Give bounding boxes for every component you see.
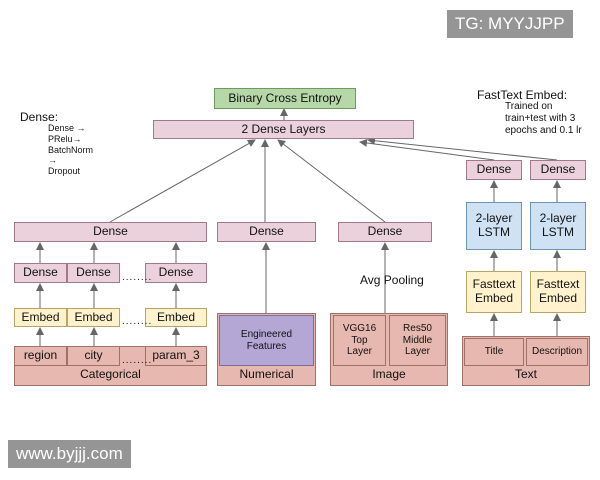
fasttext-note-title: FastText Embed: [477, 88, 568, 102]
fasttext-embed-title: Fasttext Embed [466, 271, 522, 313]
res50-node: Res50 Middle Layer [389, 315, 446, 366]
categorical-label: Categorical [80, 367, 141, 382]
input-param3: param_3 [145, 346, 207, 366]
watermark-bottom: www.byjjj.com [8, 440, 131, 468]
fasttext-note-body: Trained on train+test with 3 epochs and … [505, 101, 582, 136]
lstm-title: 2-layer LSTM [466, 202, 522, 250]
embed-ellipsis: ........ [122, 316, 153, 327]
categorical-dense-param3: Dense [145, 263, 207, 283]
categorical-dense-node: Dense [14, 222, 207, 242]
input-region: region [14, 346, 67, 366]
text-dense-description: Dense [530, 160, 586, 180]
lstm-description: 2-layer LSTM [530, 202, 586, 250]
input-title: Title [464, 338, 524, 366]
dense-ellipsis: ........ [122, 272, 153, 283]
categorical-dense-region: Dense [14, 263, 67, 283]
watermark-top: TG: MYYJJPP [447, 10, 573, 38]
numerical-label: Numerical [239, 367, 294, 382]
text-label: Text [514, 367, 537, 382]
dense-note-body: Dense → PRelu→ BatchNorm → Dropout [48, 123, 94, 177]
embed-city: Embed [67, 308, 120, 327]
input-ellipsis: ........ [122, 355, 153, 366]
dense-layers-node: 2 Dense Layers [153, 120, 414, 139]
input-city: city [67, 346, 120, 366]
dense-note-title: Dense: [20, 110, 59, 124]
engineered-features-node: Engineered Features [219, 315, 314, 366]
categorical-dense-city: Dense [67, 263, 120, 283]
embed-region: Embed [14, 308, 67, 327]
image-label: Image [372, 367, 406, 382]
binary-cross-entropy-node: Binary Cross Entropy [214, 88, 356, 109]
embed-param3: Embed [145, 308, 207, 327]
image-dense-node: Dense [338, 222, 432, 242]
avg-pooling-label: Avg Pooling [360, 273, 424, 287]
numerical-dense-node: Dense [217, 222, 316, 242]
fasttext-embed-description: Fasttext Embed [530, 271, 586, 313]
vgg16-node: VGG16 Top Layer [333, 315, 386, 366]
text-dense-title: Dense [466, 160, 522, 180]
input-description: Description [526, 338, 588, 366]
